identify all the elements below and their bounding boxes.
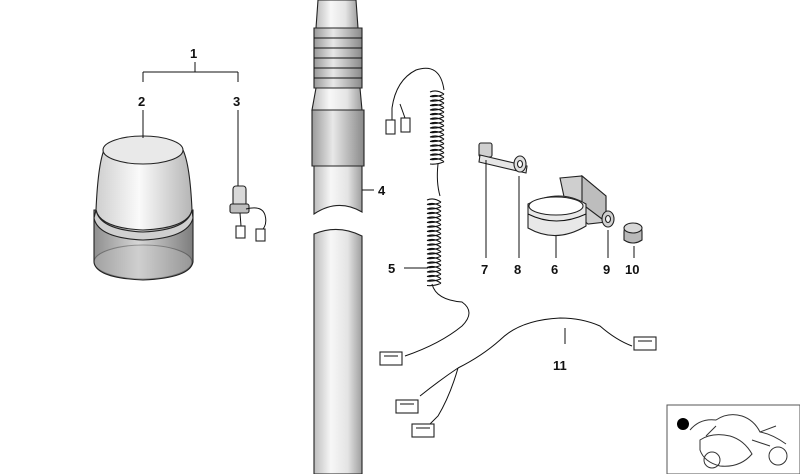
leader-lines (142, 62, 635, 344)
motorcycle-silhouette-icon (689, 414, 788, 469)
location-marker-icon (677, 418, 689, 430)
washer (513, 155, 527, 173)
callout-11: 11 (553, 358, 567, 373)
coiled-cable (379, 67, 470, 366)
callout-7: 7 (481, 262, 488, 277)
callout-2: 2 (138, 94, 145, 109)
bulb-holder (229, 185, 267, 242)
callout-3: 3 (233, 94, 240, 109)
wiring-harness (395, 317, 657, 438)
callout-4: 4 (378, 183, 386, 198)
clamp-bracket (527, 174, 607, 237)
callout-8: 8 (514, 262, 521, 277)
pole (311, 0, 365, 474)
location-thumbnail (666, 404, 800, 474)
cap (623, 222, 643, 244)
nut (601, 210, 615, 228)
callout-9: 9 (603, 262, 610, 277)
callout-10: 10 (625, 262, 639, 277)
callout-labels: 1 2 3 4 5 7 8 6 9 10 11 (138, 46, 639, 373)
callout-6: 6 (551, 262, 558, 277)
beacon-light (93, 135, 194, 281)
callout-1: 1 (190, 46, 197, 61)
callout-5: 5 (388, 261, 395, 276)
